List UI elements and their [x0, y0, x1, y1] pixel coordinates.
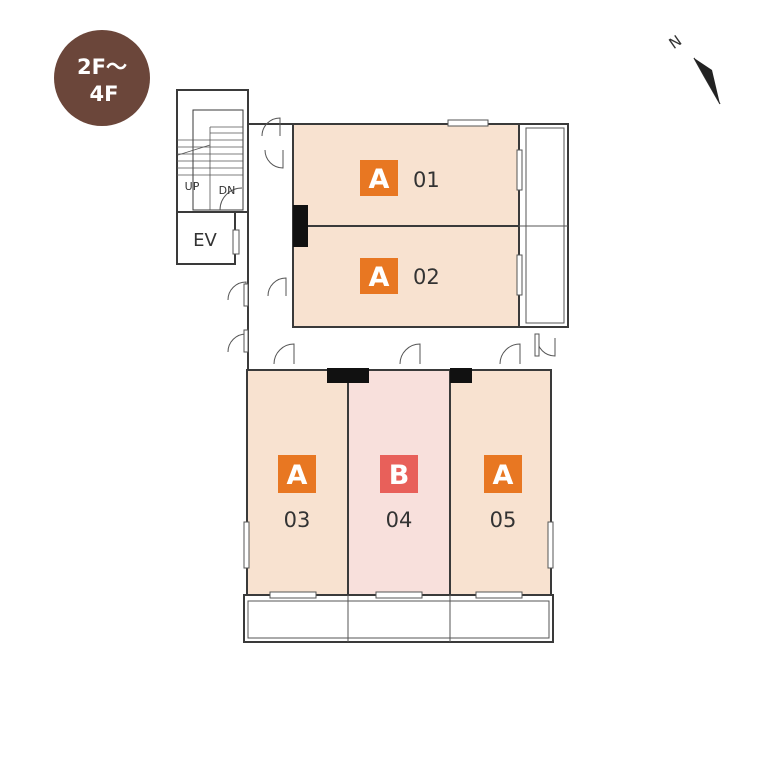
balcony-south-inner [247, 600, 550, 639]
upper-block [292, 119, 569, 328]
compass-arrow-right [694, 58, 720, 104]
unit-type-letter: A [287, 460, 308, 491]
north-compass-icon: N [666, 32, 721, 105]
unit-number: 03 [284, 508, 311, 532]
floor-badge-circle [54, 30, 150, 126]
corridor-door-slot [243, 283, 249, 307]
stair-down-label: DN [219, 184, 236, 197]
unit-02-room [292, 225, 520, 328]
window [475, 591, 523, 599]
elevator-shaft [176, 211, 236, 265]
balcony-south [243, 594, 554, 643]
stair-treads [177, 126, 243, 210]
unit-type-letter: A [369, 164, 390, 195]
floor-badge: 2F～ 4F [54, 30, 150, 126]
unit-number: 04 [386, 508, 413, 532]
unit-type-badge [380, 455, 418, 493]
corridor-door-slot [243, 329, 249, 353]
unit-number: 02 [413, 265, 440, 289]
unit-number: 01 [413, 168, 440, 192]
unit-label-01: A 01 [360, 160, 440, 196]
unit-type-letter: A [493, 460, 514, 491]
window [243, 521, 250, 569]
window [547, 521, 554, 569]
unit-label-05: A 05 [484, 455, 522, 532]
stair-up-label: UP [185, 180, 200, 193]
unit-type-badge [278, 455, 316, 493]
unit-type-badge [484, 455, 522, 493]
window [375, 591, 423, 599]
unit-label-03: A 03 [278, 455, 316, 532]
unit-type-letter: A [369, 262, 390, 293]
corridor-door-slot [534, 333, 540, 357]
elevator-label: EV [193, 230, 217, 251]
floor-badge-line1: 2F～ [77, 55, 127, 79]
pipe-shaft [293, 205, 308, 247]
pipe-shaft [327, 368, 369, 383]
stair-outer-wall [176, 89, 249, 213]
staircase: UP DN [176, 89, 249, 213]
stair-inner-wall [192, 109, 244, 211]
window [269, 591, 317, 599]
unit-01-room [292, 123, 520, 227]
north-label: N [666, 32, 686, 53]
window [516, 254, 523, 296]
stair-door-arc [219, 187, 243, 211]
unit-entry-door-arcs [273, 343, 521, 365]
unit-label-02: A 02 [360, 258, 440, 294]
elevator: EV [176, 211, 240, 265]
corridor [247, 90, 293, 370]
pipe-shaft [450, 368, 472, 383]
window [516, 149, 523, 191]
unit-type-badge [360, 258, 398, 294]
unit-label-04: B 04 [380, 455, 418, 532]
unit-type-badge [360, 160, 398, 196]
window [447, 119, 489, 127]
elevator-door [232, 229, 240, 255]
floor-badge-line2: 4F [90, 82, 119, 106]
unit-number: 05 [490, 508, 517, 532]
unit-type-letter: B [389, 460, 410, 491]
